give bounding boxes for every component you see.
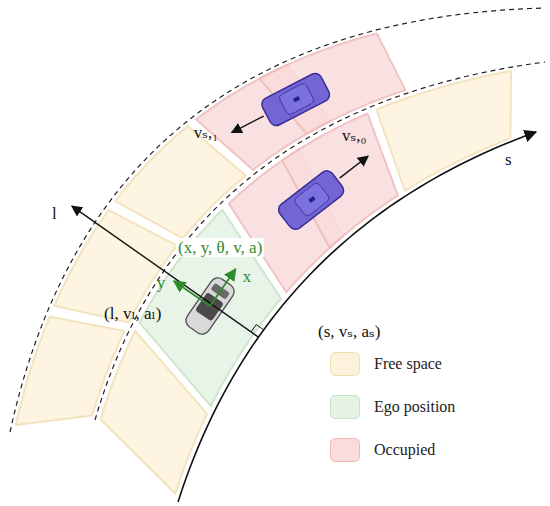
legend-text: Occupied xyxy=(374,441,435,459)
body-x-axis xyxy=(210,269,236,306)
reference-line xyxy=(178,132,536,502)
axis-label: l xyxy=(52,204,57,223)
axis-label: s xyxy=(503,150,514,169)
lateral-axis xyxy=(72,206,259,337)
vehicles xyxy=(183,71,347,337)
lane-cell xyxy=(16,317,125,425)
legend-entry: Occupied xyxy=(330,438,435,462)
velocity-label: vₛ,₀ xyxy=(342,126,366,145)
legend-swatch xyxy=(330,438,360,462)
velocity-arrow xyxy=(232,116,264,133)
lane-cell xyxy=(259,33,405,133)
lane-divider xyxy=(95,62,545,420)
legend-entry: Free space xyxy=(330,352,442,376)
coordinate-frames xyxy=(72,116,368,337)
axis-label: y xyxy=(157,273,166,292)
lane-cells xyxy=(16,33,511,493)
state-label: (l, vₗ, aₗ) xyxy=(104,304,161,323)
obstacle-car xyxy=(259,71,331,128)
legend-text: Free space xyxy=(374,355,442,373)
legend-text: Ego position xyxy=(374,398,455,416)
obstacle-car xyxy=(276,168,347,232)
legend-swatch xyxy=(330,395,360,419)
velocity-label: vₛ,₁ xyxy=(194,123,218,142)
velocity-arrow xyxy=(340,156,368,178)
pose-label: (x, y, θ, v, a) xyxy=(176,238,264,257)
right-angle-mark xyxy=(251,325,264,332)
legend-swatch xyxy=(330,352,360,376)
lane-cell xyxy=(54,210,177,322)
legend-entry: Ego position xyxy=(330,395,455,419)
body-y-axis xyxy=(174,281,210,306)
lane-lines xyxy=(10,8,545,502)
lane-boundary xyxy=(10,8,545,432)
state-label: (s, vₛ, aₛ) xyxy=(318,322,380,341)
axis-label: x xyxy=(243,267,252,286)
